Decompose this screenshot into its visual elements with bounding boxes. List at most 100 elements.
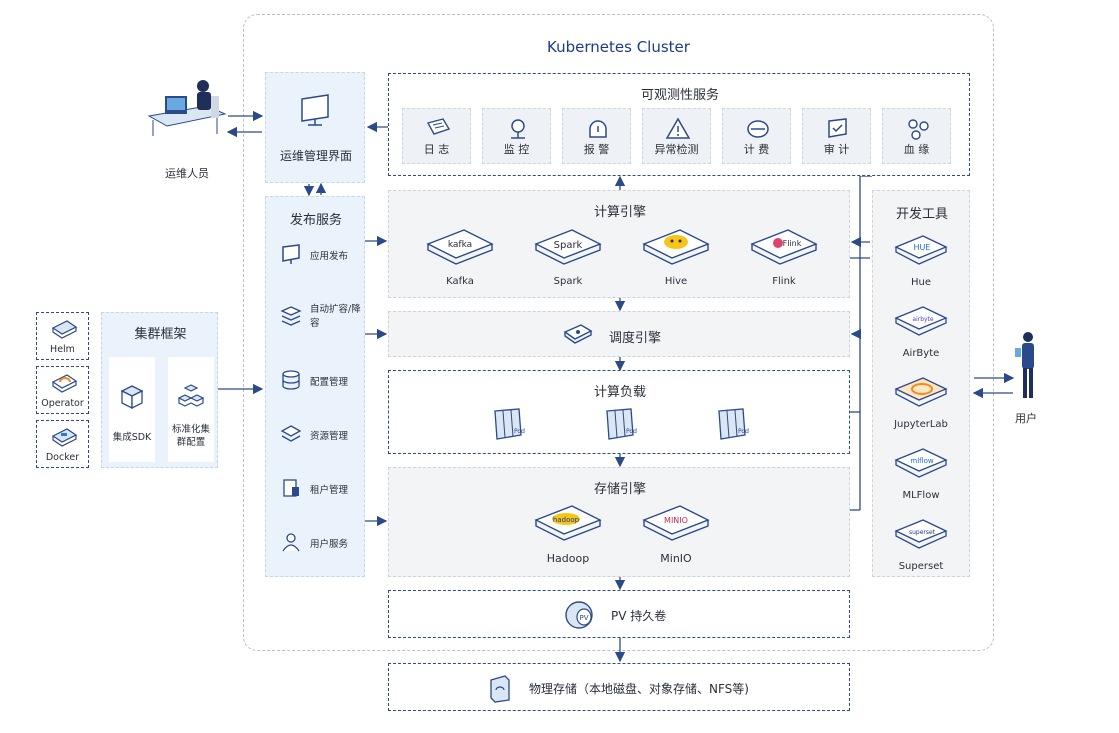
publish-item-user[interactable]: 用户服务 <box>280 531 364 555</box>
workload-title: 计算负载 <box>593 385 646 400</box>
obs-item-label: 报 警 <box>583 143 610 156</box>
dev-tool-hue[interactable]: HUE Hue <box>881 232 961 292</box>
obs-item-monitor[interactable]: 监 控 <box>482 108 551 164</box>
left-tool-label: Operator <box>41 398 84 409</box>
engine-label: Flink <box>772 276 796 287</box>
publish-item-label: 应用发布 <box>310 251 349 262</box>
engine-label: Hive <box>664 276 688 287</box>
publish-item-tenant[interactable]: 租户管理 <box>280 477 364 501</box>
dev-tool-label: MLFlow <box>902 490 940 501</box>
dev-tool-label: AirByte <box>902 348 940 359</box>
audit-icon <box>828 118 847 138</box>
alarm-icon <box>589 120 607 138</box>
publish-service-panel: 发布服务 应用发布 自动扩容/降容 配置管理 资源管理 租户管理 用户服务 <box>265 196 365 577</box>
storage-engine-panel: 存储引擎 <box>388 467 850 577</box>
obs-item-audit[interactable]: 审 计 <box>802 108 871 164</box>
pv-icon: PV <box>565 601 593 629</box>
framework-item-label: 集成SDK <box>112 432 152 443</box>
tenant-icon <box>283 479 299 497</box>
hue-logo-icon: HUE <box>894 235 948 265</box>
dev-tool-label: JupyterLab <box>894 419 948 430</box>
obs-item-label: 审 计 <box>823 143 850 156</box>
obs-item-alarm[interactable]: 报 警 <box>562 108 631 164</box>
svg-text:PV: PV <box>579 614 588 622</box>
left-tool-docker[interactable]: Docker <box>36 420 89 468</box>
scheduler-icon <box>563 324 593 344</box>
dev-tools-title: 开发工具 <box>895 207 948 222</box>
publish-item-config[interactable]: 配置管理 <box>280 369 364 393</box>
publish-item-autoscale[interactable]: 自动扩容/降容 <box>280 303 364 335</box>
stack-icon <box>280 306 302 326</box>
left-tool-helm[interactable]: Helm <box>36 312 89 360</box>
engine-hive[interactable]: Hive <box>636 226 716 296</box>
physical-storage-title: 物理存储（本地磁盘、对象存储、NFS等) <box>529 682 749 696</box>
svg-text:mlflow: mlflow <box>910 457 933 465</box>
svg-text:kafka: kafka <box>448 240 472 250</box>
monitor-icon <box>301 94 329 126</box>
engine-flink[interactable]: Flink Flink <box>744 226 824 296</box>
lineage-icon <box>908 119 929 140</box>
storage-label: Hadoop <box>546 552 590 565</box>
framework-item-config[interactable]: 标准化集群配置 <box>168 357 214 462</box>
scheduler-panel[interactable]: 调度引擎 <box>388 311 850 357</box>
ops-person-icon <box>147 80 227 136</box>
engine-label: Kafka <box>446 276 474 287</box>
svg-text:superset: superset <box>909 529 936 536</box>
obs-item-label: 监 控 <box>503 143 530 156</box>
svg-text:Flink: Flink <box>783 239 802 248</box>
minio-logo-icon: MINIO <box>642 505 710 541</box>
physical-storage-panel[interactable]: 物理存储（本地磁盘、对象存储、NFS等) <box>388 663 850 711</box>
spark-logo-icon: Spark <box>534 229 602 265</box>
dev-tool-label: Hue <box>910 277 931 288</box>
helm-icon <box>51 320 78 339</box>
user-person-icon <box>1015 332 1034 398</box>
publish-title: 发布服务 <box>289 213 342 228</box>
engine-kafka[interactable]: kafka Kafka <box>420 226 500 296</box>
pv-panel[interactable]: PV PV 持久卷 <box>388 590 850 638</box>
obs-item-lineage[interactable]: 血 缘 <box>882 108 951 164</box>
engine-spark[interactable]: Spark Spark <box>528 226 608 296</box>
obs-item-billing[interactable]: 计 费 <box>722 108 791 164</box>
dev-tool-label: Superset <box>898 561 944 572</box>
svg-text:Pod: Pod <box>514 428 525 435</box>
left-tool-operator[interactable]: Operator <box>36 366 89 414</box>
database-icon <box>282 370 300 390</box>
storage-minio[interactable]: MINIO MinIO <box>636 502 716 572</box>
publish-item-app-release[interactable]: 应用发布 <box>280 243 364 267</box>
mlflow-logo-icon: mlflow <box>894 448 948 478</box>
storage-device-icon <box>490 675 510 703</box>
svg-text:Spark: Spark <box>554 240 583 251</box>
left-tool-label: Docker <box>45 452 80 463</box>
dev-tool-mlflow[interactable]: mlflow MLFlow <box>881 445 961 505</box>
publish-item-resource[interactable]: 资源管理 <box>280 423 364 447</box>
obs-item-label: 日 志 <box>423 143 450 156</box>
pod-icon[interactable]: Pod <box>487 405 527 445</box>
svg-text:hadoop: hadoop <box>553 516 580 524</box>
cubes-icon <box>177 384 205 407</box>
ops-ui-panel[interactable]: 运维管理界面 <box>265 72 365 183</box>
svg-text:MINIO: MINIO <box>664 516 688 525</box>
framework-item-sdk[interactable]: 集成SDK <box>109 357 155 462</box>
dev-tool-airbyte[interactable]: airbyte AirByte <box>881 303 961 363</box>
dev-tool-jupyterlab[interactable]: JupyterLab <box>881 374 961 434</box>
obs-item-log[interactable]: 日 志 <box>402 108 471 164</box>
pv-title: PV 持久卷 <box>611 609 667 623</box>
storage-hadoop[interactable]: hadoop Hadoop <box>528 502 608 572</box>
docker-icon <box>51 428 78 447</box>
framework-item-label: 标准化集群配置 <box>171 424 210 448</box>
kafka-logo-icon: kafka <box>426 229 494 265</box>
warning-icon <box>665 117 691 139</box>
ops-ui-title: 运维管理界面 <box>279 149 352 163</box>
left-tool-label: Helm <box>50 344 75 355</box>
kubernetes-cluster-frame <box>243 14 994 651</box>
pod-icon[interactable]: Pod <box>599 405 639 445</box>
cluster-framework-title: 集群框架 <box>134 327 187 342</box>
obs-item-anomaly[interactable]: 异常检测 <box>642 108 711 164</box>
layers-icon <box>280 425 302 442</box>
observability-title: 可观测性服务 <box>640 88 719 103</box>
dev-tool-superset[interactable]: superset Superset <box>881 516 961 576</box>
storage-engine-title: 存储引擎 <box>593 482 646 497</box>
svg-text:airbyte: airbyte <box>912 316 934 323</box>
jupyter-logo-icon <box>894 377 948 407</box>
pod-icon[interactable]: Pod <box>711 405 751 445</box>
